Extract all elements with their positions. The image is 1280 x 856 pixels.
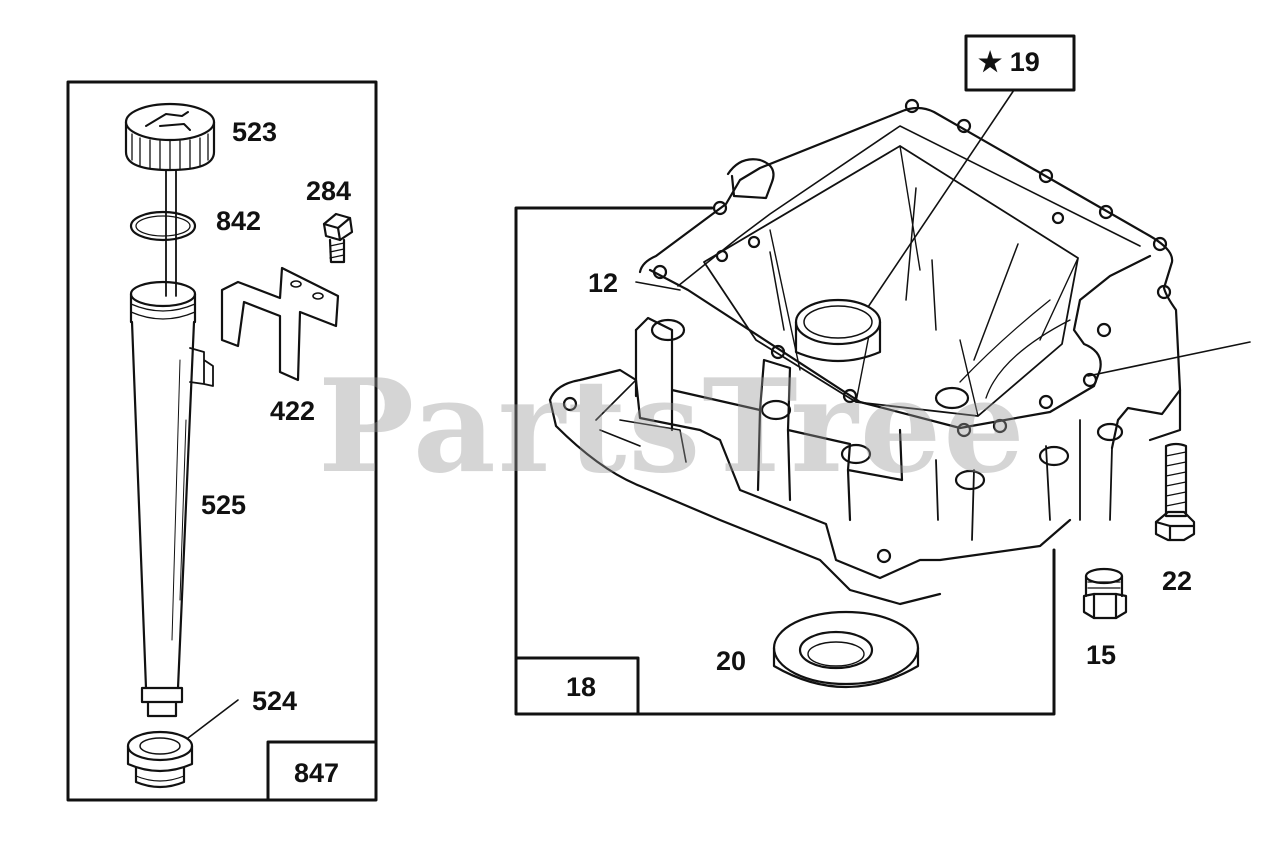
sump-cover xyxy=(548,98,1182,606)
right-kit-number: 18 xyxy=(566,672,597,702)
label-523: 523 xyxy=(232,117,278,147)
label-842: 842 xyxy=(216,206,262,236)
label-15: 15 xyxy=(1086,640,1117,670)
leader-524 xyxy=(187,699,239,739)
leader-19 xyxy=(865,89,1015,311)
label-525: 525 xyxy=(201,490,247,520)
watermark: PartsTree xyxy=(318,352,1027,502)
bracket xyxy=(220,266,340,382)
drain-plug xyxy=(1082,567,1128,620)
oil-fill-cap xyxy=(124,102,216,172)
label-422: 422 xyxy=(270,396,316,426)
starred-part-box xyxy=(964,34,1076,92)
label-524: 524 xyxy=(252,686,298,716)
star-icon: ★ xyxy=(978,47,1003,77)
tube-seal xyxy=(126,730,194,789)
dipstick-rod xyxy=(165,169,177,297)
dipstick-tube xyxy=(129,280,214,718)
right-kit-number-box xyxy=(514,656,640,716)
starred-part-label: ★ 19 xyxy=(978,47,1040,77)
right-kit-frame xyxy=(514,206,1056,716)
screw xyxy=(322,212,354,264)
leader-gasket xyxy=(1087,341,1251,377)
label-22: 22 xyxy=(1162,566,1193,596)
oil-seal xyxy=(772,610,920,688)
left-kit-number: 847 xyxy=(294,758,340,788)
label-20: 20 xyxy=(716,646,747,676)
o-ring xyxy=(129,210,197,242)
left-kit-frame xyxy=(66,80,378,802)
label-284: 284 xyxy=(306,176,352,206)
leader-12 xyxy=(635,281,681,291)
left-kit-number-box xyxy=(266,740,378,802)
label-12: 12 xyxy=(588,268,619,298)
hex-bolt xyxy=(1154,442,1196,542)
